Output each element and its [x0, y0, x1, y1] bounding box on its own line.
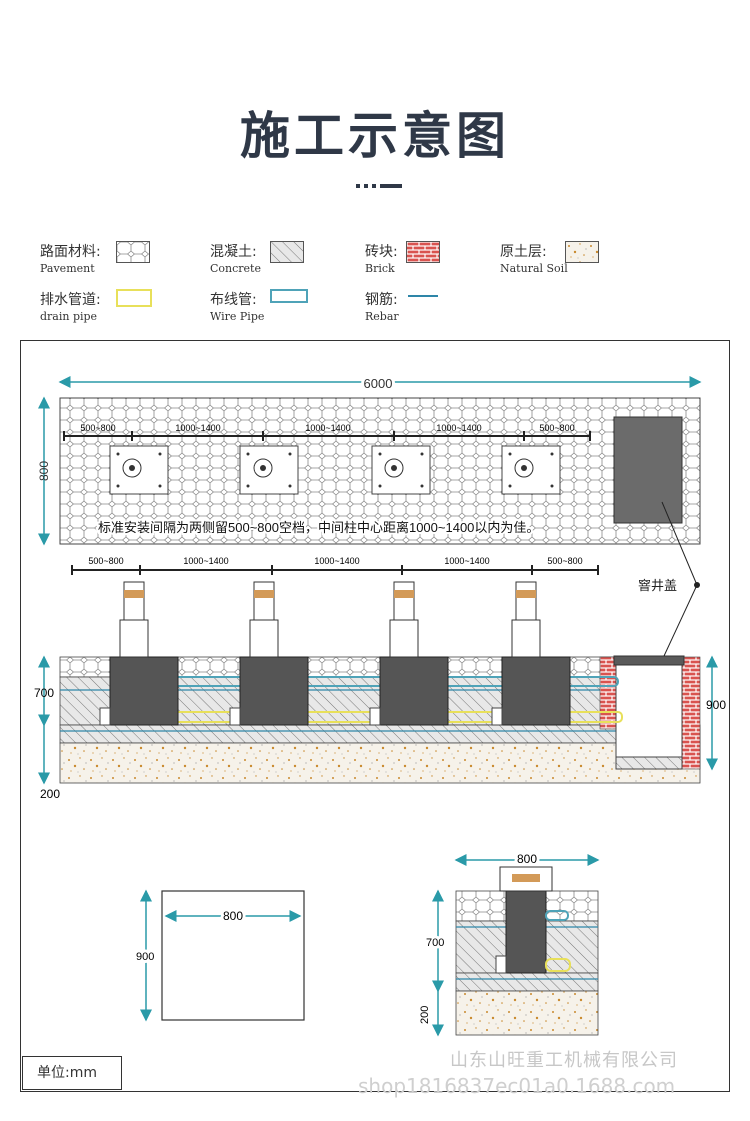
legend-drain-pipe-label: 排水管道: [40, 292, 101, 308]
unit-label: 单位:mm [22, 1056, 122, 1090]
watermark-url: shop1816837ec01a0.1688.com [358, 1074, 676, 1098]
plan-installation-note: 标准安装间隔为两侧留500~800空档，中间柱中心距离1000~1400以内为佳… [98, 520, 539, 535]
manhole-callout-line [663, 584, 698, 657]
manhole-callout-dot [694, 582, 700, 588]
plan-manhole-cover [613, 416, 683, 524]
plan-seg-1: 500~800 [80, 423, 115, 433]
brick-icon [406, 241, 440, 263]
legend-concrete: 混凝土: Concrete [210, 241, 261, 275]
plan-bollard-plate [239, 445, 299, 495]
manhole-label: 窨井盖 [638, 578, 677, 593]
pit-width-label: 800 [223, 909, 243, 923]
wire-pipe-icon [270, 289, 308, 303]
section-spacing-ticks [71, 565, 599, 575]
section-bollard [491, 581, 571, 726]
detail-block [495, 955, 507, 974]
detail-base-label: 200 [419, 1006, 431, 1024]
legend-pavement-en: Pavement [40, 262, 95, 275]
pit-depth-label: 900 [136, 951, 154, 963]
plan-bollard-plate [371, 445, 431, 495]
plan-width-label: 6000 [364, 376, 393, 391]
section-soil-layer [59, 742, 701, 784]
legend-drain-pipe: 排水管道: drain pipe [40, 289, 101, 323]
rebar-icon [408, 295, 438, 297]
detail-drain-pipe [545, 958, 571, 972]
plan-spacing-ticks [63, 431, 591, 441]
concrete-icon [270, 241, 304, 263]
legend-concrete-en: Concrete [210, 262, 261, 275]
section-bollard [229, 581, 309, 726]
legend-brick-en: Brick [365, 262, 395, 275]
section-manhole-cover [613, 655, 685, 666]
well-base [615, 756, 683, 770]
manhole-callout-line [661, 501, 698, 586]
legend-wire-pipe: 布线管: Wire Pipe [210, 289, 264, 323]
legend-pavement-label: 路面材料: [40, 244, 101, 260]
legend-brick: 砖块: Brick [365, 241, 398, 275]
plan-bollard-plate [109, 445, 169, 495]
legend-wire-pipe-en: Wire Pipe [210, 310, 265, 323]
watermark-company: 山东山旺重工机械有限公司 [450, 1050, 678, 1071]
well-depth-label: 900 [706, 698, 726, 712]
detail-base-layer [455, 972, 599, 992]
well-brick-left [599, 656, 617, 730]
section-depth-label: 700 [34, 686, 54, 700]
title-underline [356, 184, 404, 190]
section-seg-4: 1000~1400 [444, 556, 489, 566]
well-chamber [615, 664, 683, 758]
page-title: 施工示意图 [240, 107, 510, 165]
soil-icon [565, 241, 599, 263]
detail-bollard-housing [505, 890, 547, 974]
section-seg-5: 500~800 [547, 556, 582, 566]
legend-soil: 原土层: Natural Soil [500, 241, 568, 275]
legend-rebar-en: Rebar [365, 310, 399, 323]
plan-seg-4: 1000~1400 [436, 423, 481, 433]
plan-depth-label: 800 [37, 461, 51, 481]
detail-bollard-band [512, 874, 540, 882]
legend-drain-pipe-en: drain pipe [40, 310, 98, 323]
legend-soil-label: 原土层: [500, 244, 547, 260]
plan-bollard-plate [501, 445, 561, 495]
drawing-frame [20, 340, 730, 1092]
detail-soil-layer [455, 990, 599, 1036]
drain-pipe-icon [116, 289, 152, 307]
well-brick-right [681, 656, 701, 770]
detail-width-label: 800 [517, 852, 537, 866]
section-seg-2: 1000~1400 [183, 556, 228, 566]
plan-seg-2: 1000~1400 [175, 423, 220, 433]
legend-pavement: 路面材料: Pavement [40, 241, 101, 275]
legend-rebar: 钢筋: Rebar [365, 289, 399, 323]
detail-wire-pipe [545, 910, 569, 921]
legend-wire-pipe-label: 布线管: [210, 292, 257, 308]
plan-seg-3: 1000~1400 [305, 423, 350, 433]
section-seg-3: 1000~1400 [314, 556, 359, 566]
legend-concrete-label: 混凝土: [210, 244, 257, 260]
detail-depth-label: 700 [426, 937, 444, 949]
section-seg-1: 500~800 [88, 556, 123, 566]
legend-soil-en: Natural Soil [500, 262, 568, 275]
legend-rebar-label: 钢筋: [365, 292, 398, 308]
plan-seg-5: 500~800 [539, 423, 574, 433]
section-bollard [369, 581, 449, 726]
section-base-label: 200 [40, 787, 60, 801]
section-bollard [99, 581, 179, 726]
legend-brick-label: 砖块: [365, 244, 398, 260]
pavement-icon [116, 241, 150, 263]
